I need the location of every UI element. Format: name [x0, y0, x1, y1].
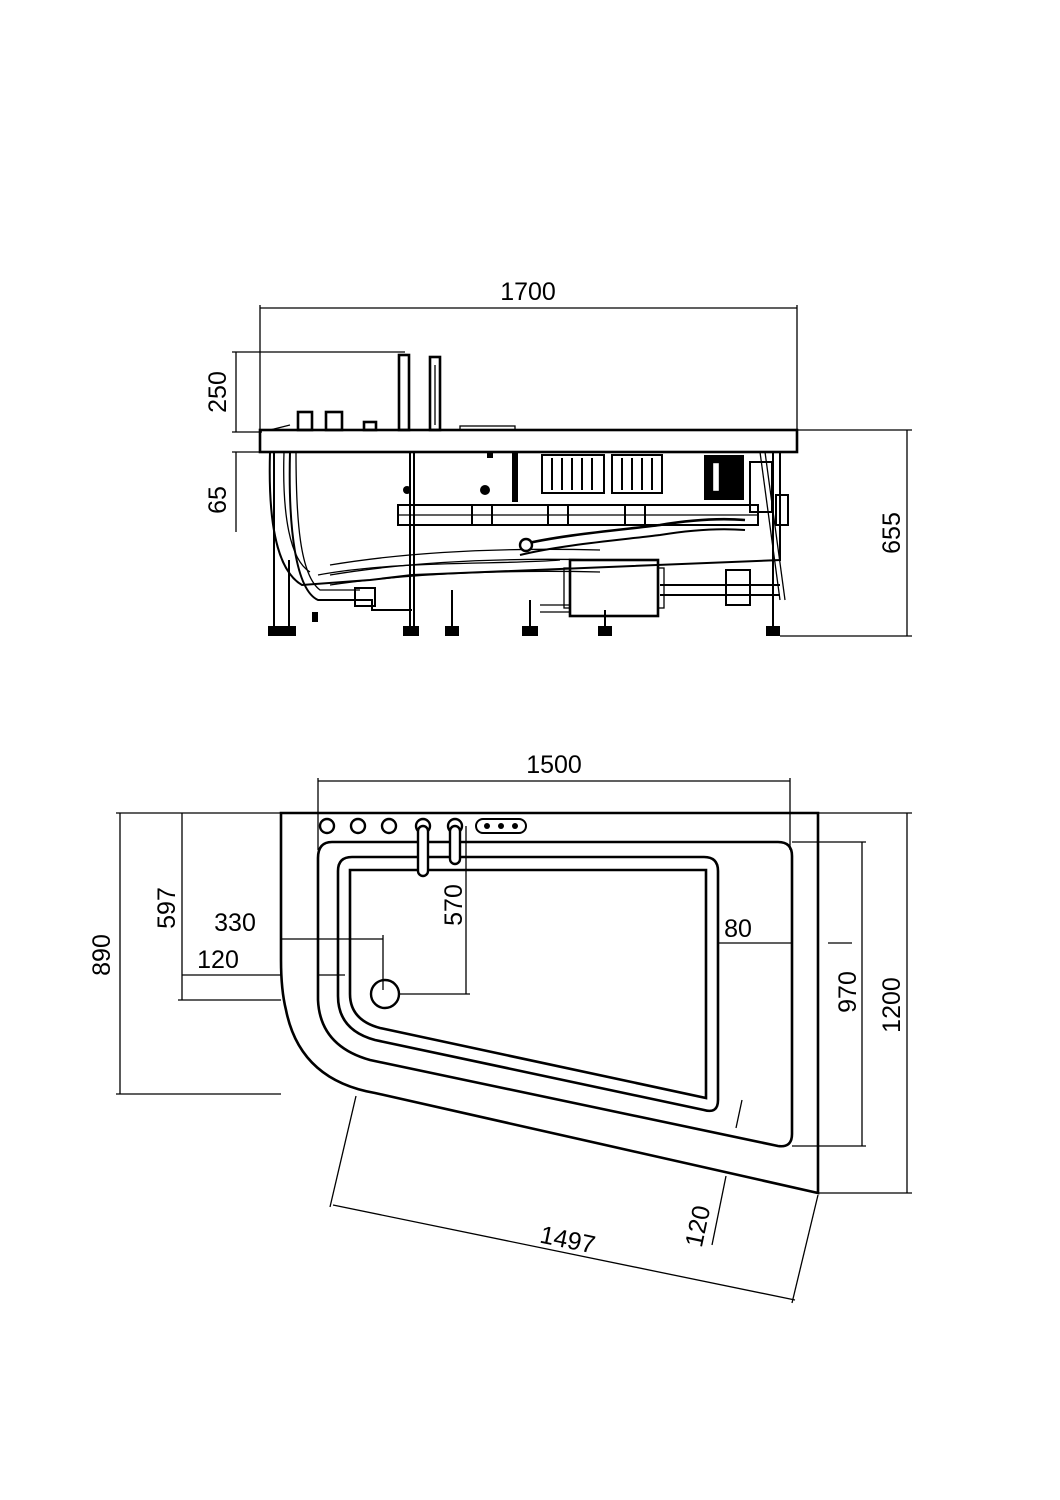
fittings: [312, 451, 789, 622]
dimension-step-left-label: 120: [197, 946, 239, 974]
basin-outline-inner: [348, 868, 708, 1100]
dimension-step-left: 120: [182, 946, 345, 976]
dimension-front-length: 1497: [329, 1095, 819, 1304]
dimension-drain-from-left-label: 330: [214, 909, 256, 937]
dimension-rim-right-label: 80: [724, 915, 752, 943]
dimension-rim-right: 80: [718, 915, 852, 950]
dimension-length: 1700: [259, 278, 798, 430]
tub-outline-rim: [316, 840, 794, 1148]
dimension-inner-depth-right: 970: [792, 841, 866, 1147]
dimension-rim-height: 65: [204, 451, 262, 532]
dimension-depth-right-label: 1200: [878, 977, 906, 1033]
control-box: [540, 558, 665, 618]
dimension-mixer-height-label: 250: [204, 371, 232, 413]
top-view: 1500: [88, 751, 912, 1304]
dimension-front-rim-label: 120: [680, 1203, 716, 1250]
basin-outline-outer: [336, 855, 720, 1113]
tub-outline-outer: [279, 811, 820, 1195]
mixer-controls: [296, 353, 516, 432]
dimension-depth-left-label: 890: [88, 934, 116, 976]
dimension-drain-from-top-label: 597: [153, 887, 181, 929]
pipework: [329, 504, 780, 596]
dimension-depth-left: 890: [88, 812, 281, 1095]
dimension-width-top-label: 1500: [526, 751, 582, 779]
dimension-mixer-to-drain: 570: [400, 826, 470, 995]
side-view: 1700 250 65 655: [204, 278, 912, 637]
dimension-mixer-to-drain-label: 570: [440, 884, 468, 926]
dimension-width-top: 1500: [317, 751, 791, 850]
dimension-mixer-height: 250: [204, 351, 405, 433]
dimension-front-length-label: 1497: [538, 1221, 598, 1260]
dimension-length-label: 1700: [500, 278, 556, 306]
dimension-total-height: 655: [780, 429, 912, 637]
bath-rim: [258, 424, 799, 454]
drain: [369, 978, 401, 1010]
tub-shell: [268, 451, 781, 611]
dimension-inner-depth-right-label: 970: [834, 971, 862, 1013]
dimension-rim-height-label: 65: [204, 486, 232, 514]
dimension-drain-from-top: 597: [153, 813, 281, 1001]
dimension-depth-right: 1200: [818, 812, 912, 1194]
rim-controls: [318, 817, 527, 878]
dimension-drain-from-left: 330: [214, 909, 384, 990]
dimension-total-height-label: 655: [878, 512, 906, 554]
pump-blocks: [541, 454, 773, 513]
